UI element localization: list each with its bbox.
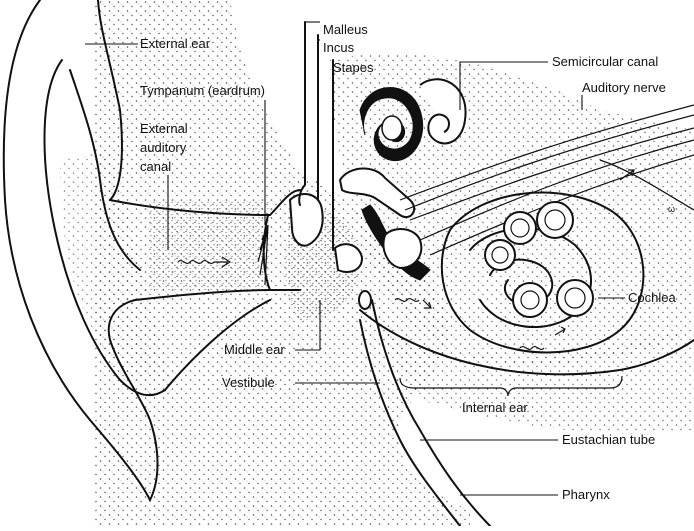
label-external-ear: External ear xyxy=(140,36,211,51)
label-incus: Incus xyxy=(323,40,355,55)
label-external-canal-1: External xyxy=(140,121,188,136)
svg-text:ω: ω xyxy=(668,204,675,214)
label-middle-ear: Middle ear xyxy=(224,342,285,357)
label-stapes: Stapes xyxy=(333,60,374,75)
tissue-stippling xyxy=(60,0,694,526)
label-semicircular-canal: Semicircular canal xyxy=(552,54,658,69)
label-internal-ear: Internal ear xyxy=(462,400,528,415)
label-tympanum: Tympanum (eardrum) xyxy=(140,83,265,98)
label-malleus: Malleus xyxy=(323,22,368,37)
label-pharynx: Pharynx xyxy=(562,487,610,502)
label-eustachian-tube: Eustachian tube xyxy=(562,432,655,447)
label-auditory-nerve: Auditory nerve xyxy=(582,80,666,95)
label-external-canal-3: canal xyxy=(140,159,171,174)
label-external-canal-2: auditory xyxy=(140,140,187,155)
label-vestibule: Vestibule xyxy=(222,375,275,390)
label-cochlea: Cochlea xyxy=(628,290,676,305)
